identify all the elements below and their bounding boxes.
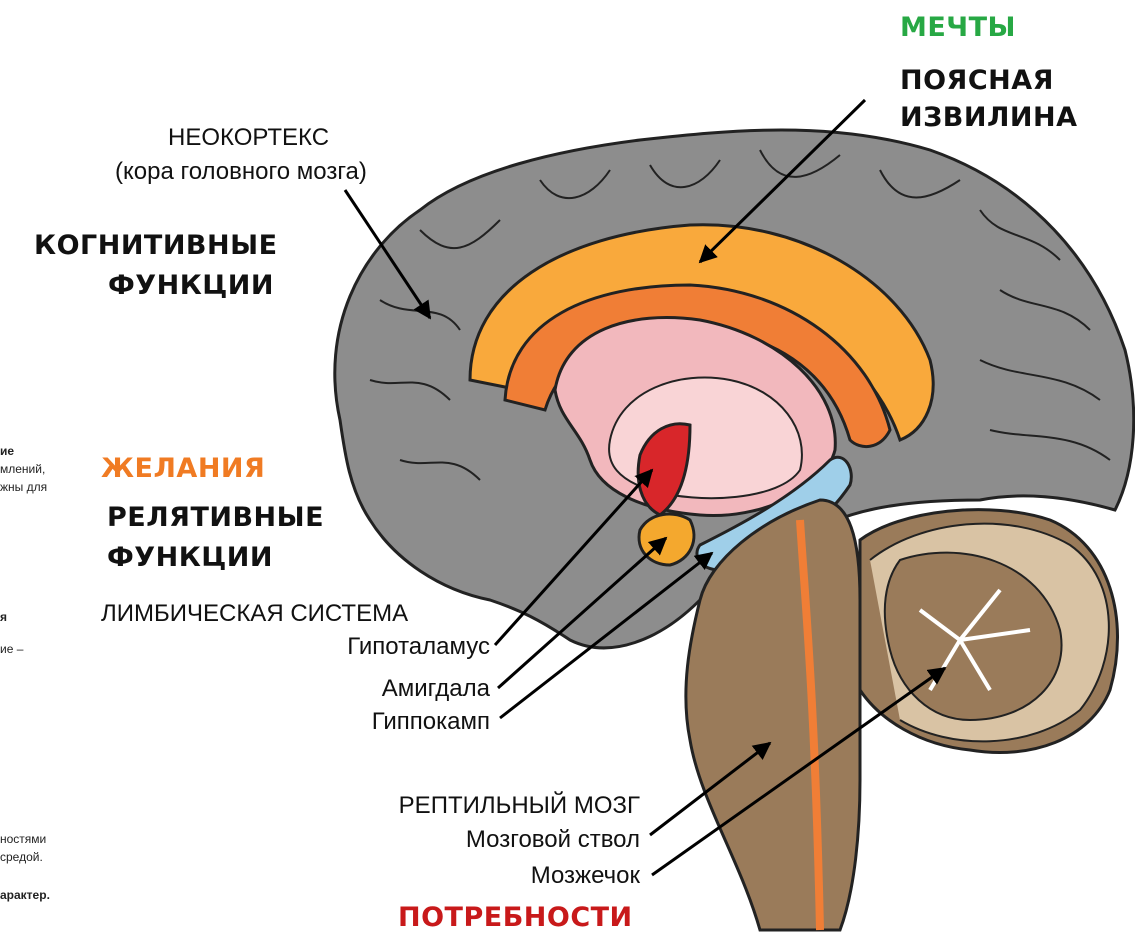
cut-text-2: млений, xyxy=(0,462,45,476)
dreams-label: МЕЧТЫ xyxy=(900,12,1016,43)
cut-text-8: арактер. xyxy=(0,888,50,902)
neocortex-sublabel: (кора головного мозга) xyxy=(115,158,367,186)
needs-label: ПОТРЕБНОСТИ xyxy=(398,902,633,933)
cognitive-functions-label-1: КОГНИТИВНЫЕ xyxy=(34,230,278,261)
cingulate-gyrus-label-2: ИЗВИЛИНА xyxy=(900,102,1077,133)
desires-label: ЖЕЛАНИЯ xyxy=(101,453,265,484)
relative-functions-label-2: ФУНКЦИИ xyxy=(107,542,273,573)
reptilian-brain-label: РЕПТИЛЬНЫЙ МОЗГ xyxy=(399,792,640,820)
brainstem-label: Мозговой ствол xyxy=(466,826,640,854)
relative-functions-label-1: РЕЛЯТИВНЫЕ xyxy=(107,502,324,533)
cut-text-1: ие xyxy=(0,444,14,458)
cut-text-4: я xyxy=(0,610,7,624)
hippocampus-label: Гиппокамп xyxy=(372,708,490,736)
cut-text-5: ие – xyxy=(0,642,23,656)
cerebellum-label: Мозжечок xyxy=(531,862,640,890)
cingulate-gyrus-label-1: ПОЯСНАЯ xyxy=(900,65,1054,96)
neocortex-label: НЕОКОРТЕКС xyxy=(168,124,329,152)
cut-text-7: средой. xyxy=(0,850,43,864)
limbic-system-label: ЛИМБИЧЕСКАЯ СИСТЕМА xyxy=(101,600,408,628)
cognitive-functions-label-2: ФУНКЦИИ xyxy=(108,270,274,301)
hypothalamus-label: Гипоталамус xyxy=(347,633,490,661)
cut-text-3: жны для xyxy=(0,480,47,494)
cut-text-6: ностями xyxy=(0,832,46,846)
amygdala-label: Амигдала xyxy=(382,675,490,703)
